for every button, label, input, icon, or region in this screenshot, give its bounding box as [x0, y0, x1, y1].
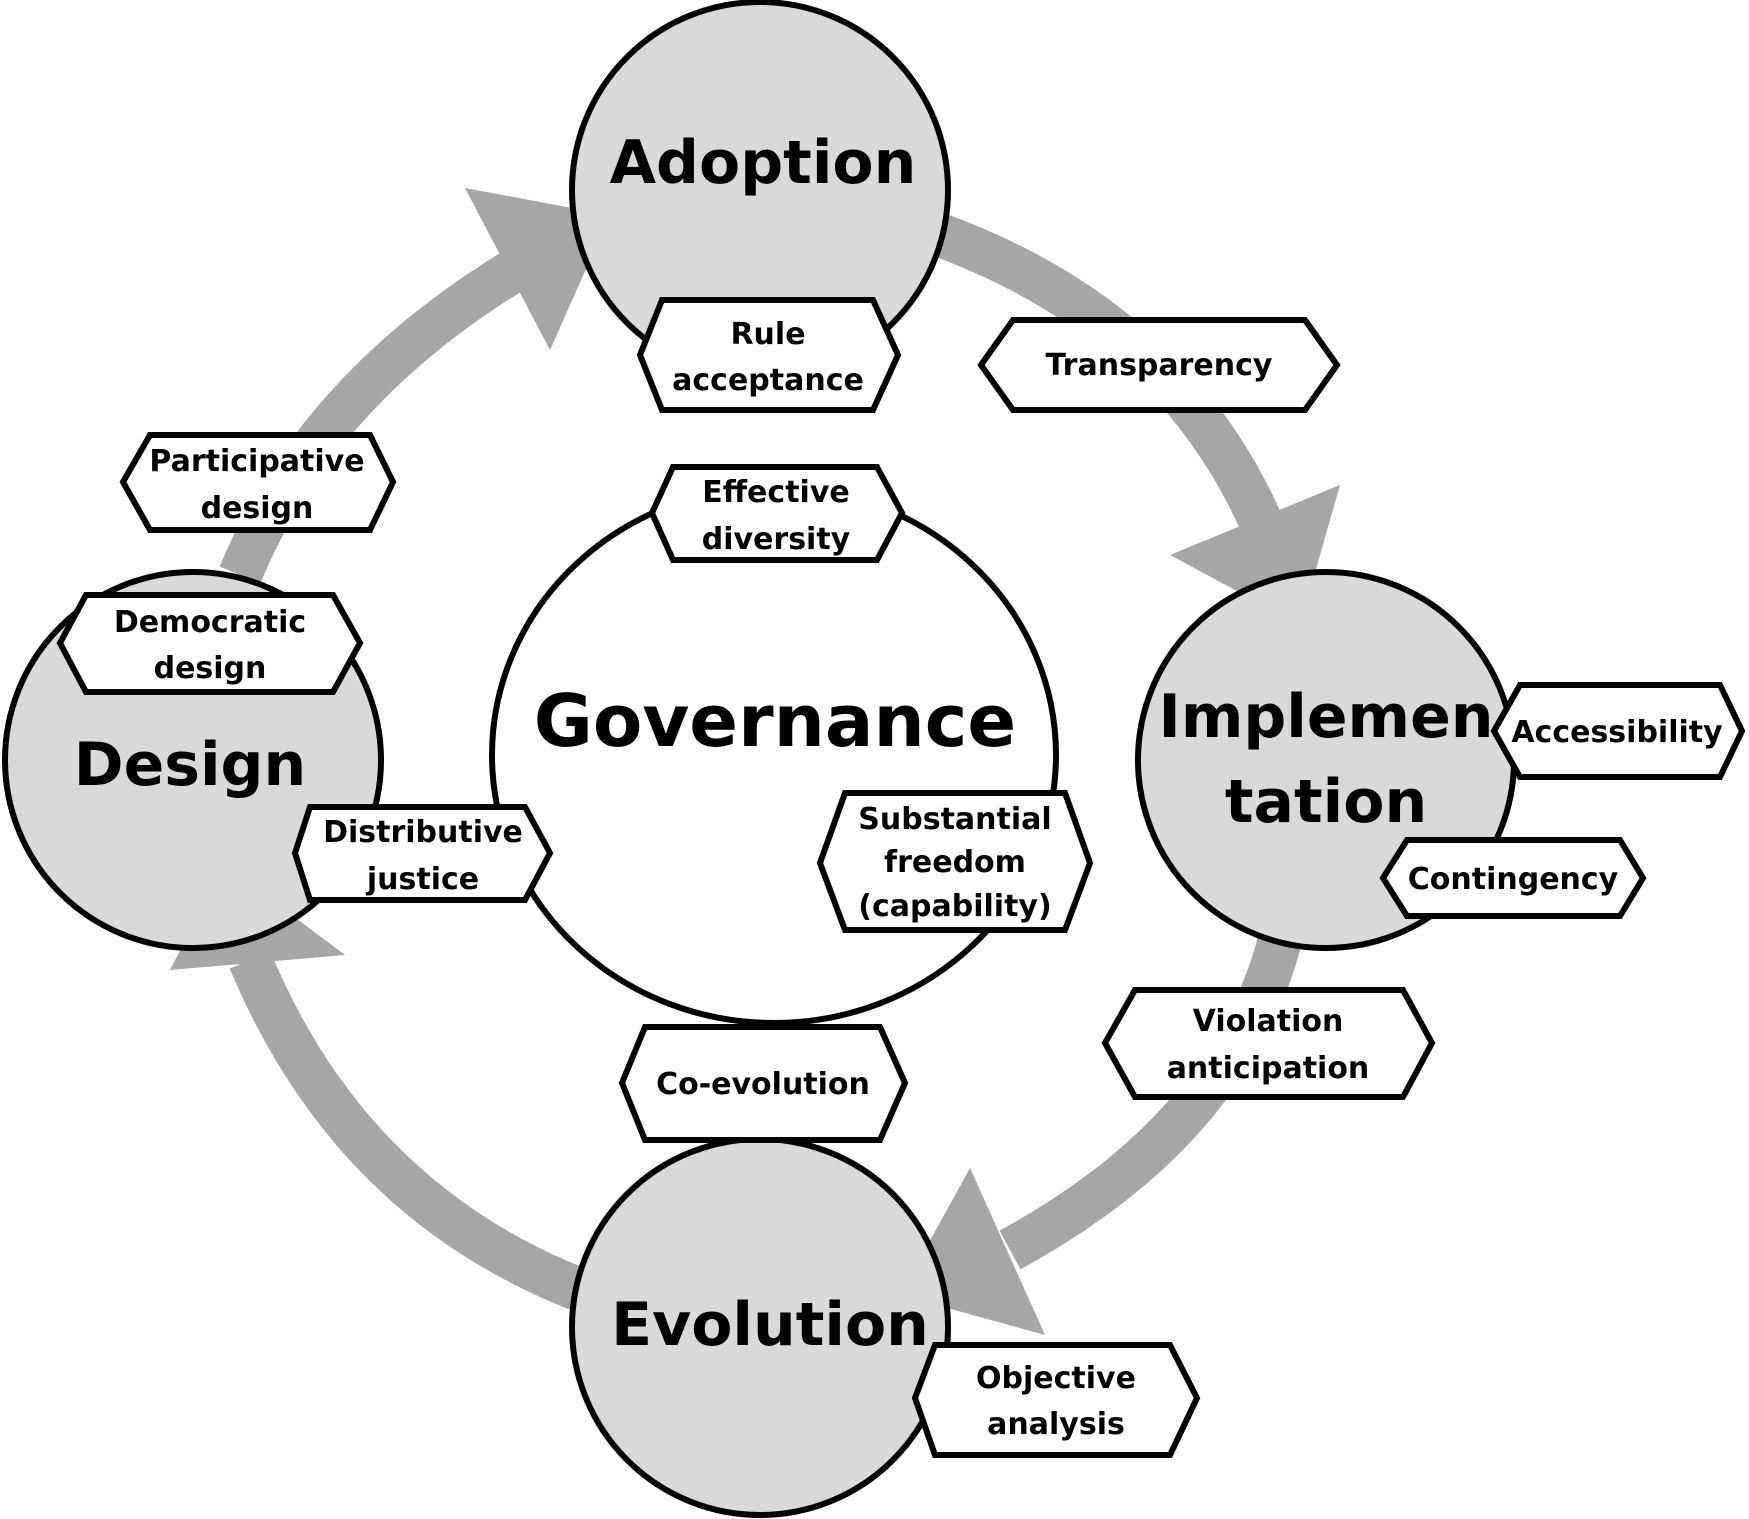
- tag-violation-anticipation: Violation anticipation: [1101, 987, 1436, 1100]
- tag-substantial-freedom: Substantial freedom (capability): [816, 790, 1094, 933]
- evolution-label: Evolution: [611, 1290, 929, 1360]
- tag-contingency: Contingency: [1379, 837, 1647, 919]
- arrow-evolution-to-design: [229, 951, 589, 1311]
- tag-label: Distributive: [323, 815, 523, 850]
- tag-label: (capability): [858, 889, 1051, 924]
- tag-label: Participative: [149, 444, 364, 479]
- tag-effective-diversity: Effective diversity: [648, 464, 906, 563]
- tag-accessibility: Accessibility: [1490, 682, 1746, 780]
- governance-label: Governance: [534, 679, 1016, 763]
- tag-label: justice: [366, 862, 479, 897]
- tag-label: acceptance: [672, 363, 864, 398]
- tag-transparency: Transparency: [977, 317, 1341, 413]
- tag-label: Violation: [1193, 1004, 1344, 1039]
- tag-label: diversity: [702, 522, 851, 557]
- tag-objective-analysis: Objective analysis: [911, 1342, 1201, 1458]
- tag-label: Democratic: [114, 605, 306, 640]
- tag-label: freedom: [884, 845, 1026, 880]
- implementation-label-line2: tation: [1225, 767, 1427, 837]
- stage-evolution: Evolution: [569, 1136, 951, 1518]
- center-governance: Governance: [489, 484, 1059, 1026]
- tag-label: Accessibility: [1511, 715, 1723, 750]
- tag-participative-design: Participative design: [119, 432, 397, 533]
- tag-label: Transparency: [1046, 348, 1273, 383]
- design-label: Design: [74, 730, 306, 800]
- tag-label: Effective: [702, 475, 849, 510]
- adoption-label: Adoption: [610, 128, 917, 198]
- tag-label: Contingency: [1408, 862, 1619, 897]
- implementation-label-line1: Implemen: [1159, 682, 1494, 752]
- tag-label: Rule: [730, 317, 805, 352]
- tag-label: Objective: [976, 1361, 1136, 1396]
- tag-co-evolution: Co-evolution: [618, 1024, 909, 1143]
- tag-label: anticipation: [1167, 1051, 1370, 1086]
- tag-label: Substantial: [858, 802, 1051, 837]
- tag-distributive-justice: Distributive justice: [291, 804, 554, 903]
- tag-rule-acceptance: Rule acceptance: [636, 297, 902, 413]
- tag-label: Co-evolution: [656, 1067, 870, 1102]
- tag-label: design: [154, 651, 267, 686]
- tag-democratic-design: Democratic design: [56, 592, 364, 695]
- tag-label: design: [201, 491, 314, 526]
- tag-label: analysis: [987, 1407, 1125, 1442]
